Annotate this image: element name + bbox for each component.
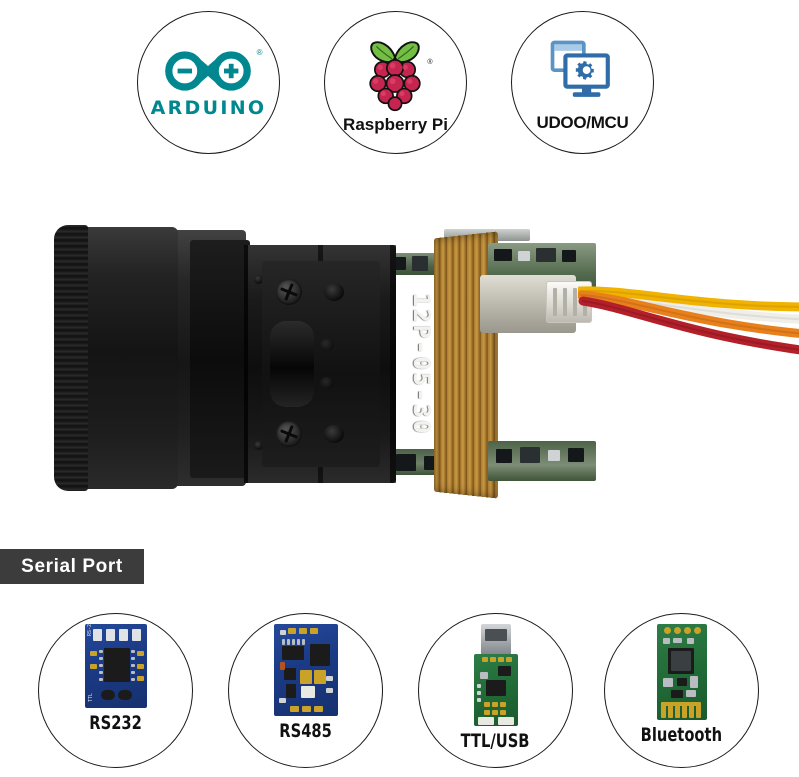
lens-thread-ring — [54, 225, 88, 491]
port-option-rs485[interactable]: RS485 — [228, 613, 383, 768]
lens-hood — [190, 240, 250, 478]
cam-slot — [270, 321, 314, 407]
badge-arduino-label: ARDUINO — [150, 97, 267, 119]
port-option-rs232[interactable]: RS-232 TTL RS232 — [38, 613, 193, 768]
rs232-silkscreen-ttl: TTL — [87, 692, 94, 702]
flex-cable-label: 12P-05-30 — [408, 293, 434, 436]
housing-faceplate — [262, 261, 380, 467]
badge-udoo-mcu-label: UDOO/MCU — [536, 112, 629, 132]
rear-pcb-bottom — [488, 441, 596, 481]
bluetooth-board-image — [656, 624, 707, 720]
raspberry-icon: ® — [356, 37, 434, 113]
screw-bottom — [276, 421, 302, 447]
screw-top — [276, 279, 302, 305]
raspberry-trademark: ® — [427, 58, 433, 66]
serial-port-banner-label: Serial Port — [21, 555, 123, 577]
ttl-usb-board-image — [470, 624, 522, 726]
arduino-logo-wrap: ® ARDUINO — [150, 48, 267, 119]
serial-port-banner: Serial Port — [0, 549, 144, 584]
udoo-logo-wrap: UDOO/MCU — [536, 37, 629, 133]
rs232-board-image: RS-232 TTL — [84, 624, 147, 708]
product-photo-rangefinder-module: 12P-05-30 — [40, 205, 799, 530]
port-option-ttl-usb[interactable]: TTL/USB — [418, 613, 573, 768]
badge-udoo-mcu[interactable]: UDOO/MCU — [511, 11, 654, 154]
badge-raspberry-pi-label: Raspberry Pi — [343, 114, 448, 134]
badge-raspberry-pi[interactable]: ® Raspberry Pi — [324, 11, 467, 154]
port-label-rs485: RS485 — [279, 720, 332, 742]
port-label-bluetooth: Bluetooth — [640, 724, 723, 746]
port-option-bluetooth[interactable]: Bluetooth — [604, 613, 759, 768]
port-label-ttl-usb: TTL/USB — [461, 730, 530, 752]
jst-connector — [546, 281, 592, 323]
wire-harness — [578, 286, 799, 355]
port-label-rs232: RS232 — [89, 712, 142, 734]
rs485-board-image — [273, 624, 338, 716]
arduino-infinity-icon: ® — [160, 48, 262, 92]
monitor-gear-icon — [545, 37, 619, 107]
raspberry-logo-wrap: ® Raspberry Pi — [343, 37, 448, 135]
arduino-trademark: ® — [256, 48, 263, 57]
rs232-silkscreen: RS-232 — [86, 624, 93, 636]
badge-arduino[interactable]: ® ARDUINO — [137, 11, 280, 154]
